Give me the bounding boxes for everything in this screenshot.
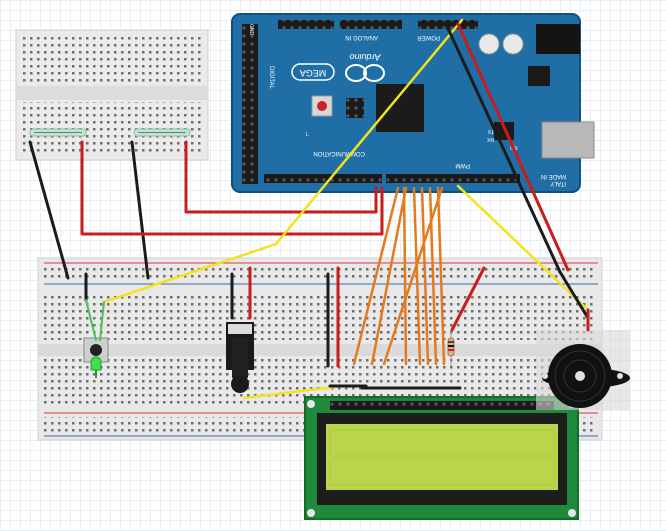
pwm-label: PWM bbox=[455, 162, 470, 168]
wire-red bbox=[456, 22, 570, 272]
wire-orange bbox=[370, 186, 408, 366]
reed-switch-icon bbox=[133, 128, 191, 137]
analog-header[interactable] bbox=[386, 174, 520, 183]
wire-black bbox=[28, 140, 70, 280]
led-icon bbox=[90, 356, 102, 378]
reed-switch-icon bbox=[29, 128, 87, 137]
board-brand: Arduino bbox=[349, 52, 381, 62]
resistor-icon bbox=[447, 330, 455, 366]
wire-black bbox=[444, 22, 562, 274]
wire-yellow bbox=[456, 184, 590, 312]
wire-orange bbox=[436, 186, 446, 366]
wire-orange bbox=[382, 186, 444, 366]
tx-label: TX bbox=[487, 128, 494, 134]
main-breadboard bbox=[37, 257, 603, 441]
board-model: MEGA bbox=[300, 68, 327, 78]
wires bbox=[28, 18, 590, 400]
reset-button[interactable] bbox=[311, 95, 333, 117]
usb-port bbox=[541, 121, 595, 159]
wire-green bbox=[99, 301, 105, 341]
rx-label: RX bbox=[486, 136, 494, 142]
wire-black bbox=[130, 140, 150, 280]
wire-yellow bbox=[102, 18, 464, 304]
arduino-mega-board: MEGA Arduino COMMUNICATION DIGITAL ANALO… bbox=[231, 13, 595, 193]
wire-orange bbox=[420, 186, 430, 366]
wire-red bbox=[184, 140, 378, 214]
wire-red bbox=[450, 266, 486, 332]
communication-header[interactable] bbox=[264, 174, 382, 183]
wire-yellow bbox=[242, 384, 344, 400]
potentiometer-icon bbox=[226, 322, 254, 393]
gnd-label: GND bbox=[248, 24, 254, 36]
wire-orange bbox=[402, 186, 408, 366]
wire-green bbox=[85, 299, 97, 341]
piezo-buzzer-icon bbox=[536, 330, 630, 410]
dc-jack bbox=[536, 24, 580, 54]
digital-header-top-b[interactable] bbox=[340, 20, 402, 29]
wire-orange bbox=[428, 186, 438, 366]
power-label: POWER bbox=[417, 34, 440, 40]
lcd-16x2-display bbox=[304, 396, 579, 520]
analog-label: ANALOG IN bbox=[345, 34, 378, 40]
lcd-character-cells bbox=[329, 429, 555, 486]
wire-red bbox=[80, 140, 384, 236]
digital-label: DIGITAL bbox=[268, 66, 274, 90]
atmega-chip bbox=[376, 84, 424, 132]
l-label: L bbox=[306, 132, 309, 138]
country-label: ITALY bbox=[550, 180, 566, 186]
made-in-label: MADE IN bbox=[541, 173, 566, 179]
digital-header-left[interactable] bbox=[242, 24, 258, 184]
power-header[interactable] bbox=[418, 20, 478, 29]
lcd-header[interactable] bbox=[330, 401, 554, 410]
mini-breadboard bbox=[15, 29, 209, 161]
wire-orange bbox=[352, 186, 400, 366]
communication-label: COMMUNICATION bbox=[313, 150, 365, 156]
arduino-logo bbox=[291, 63, 385, 82]
wire-orange bbox=[412, 186, 422, 366]
wire-black bbox=[558, 270, 590, 320]
digital-header-top-a[interactable] bbox=[278, 20, 334, 29]
